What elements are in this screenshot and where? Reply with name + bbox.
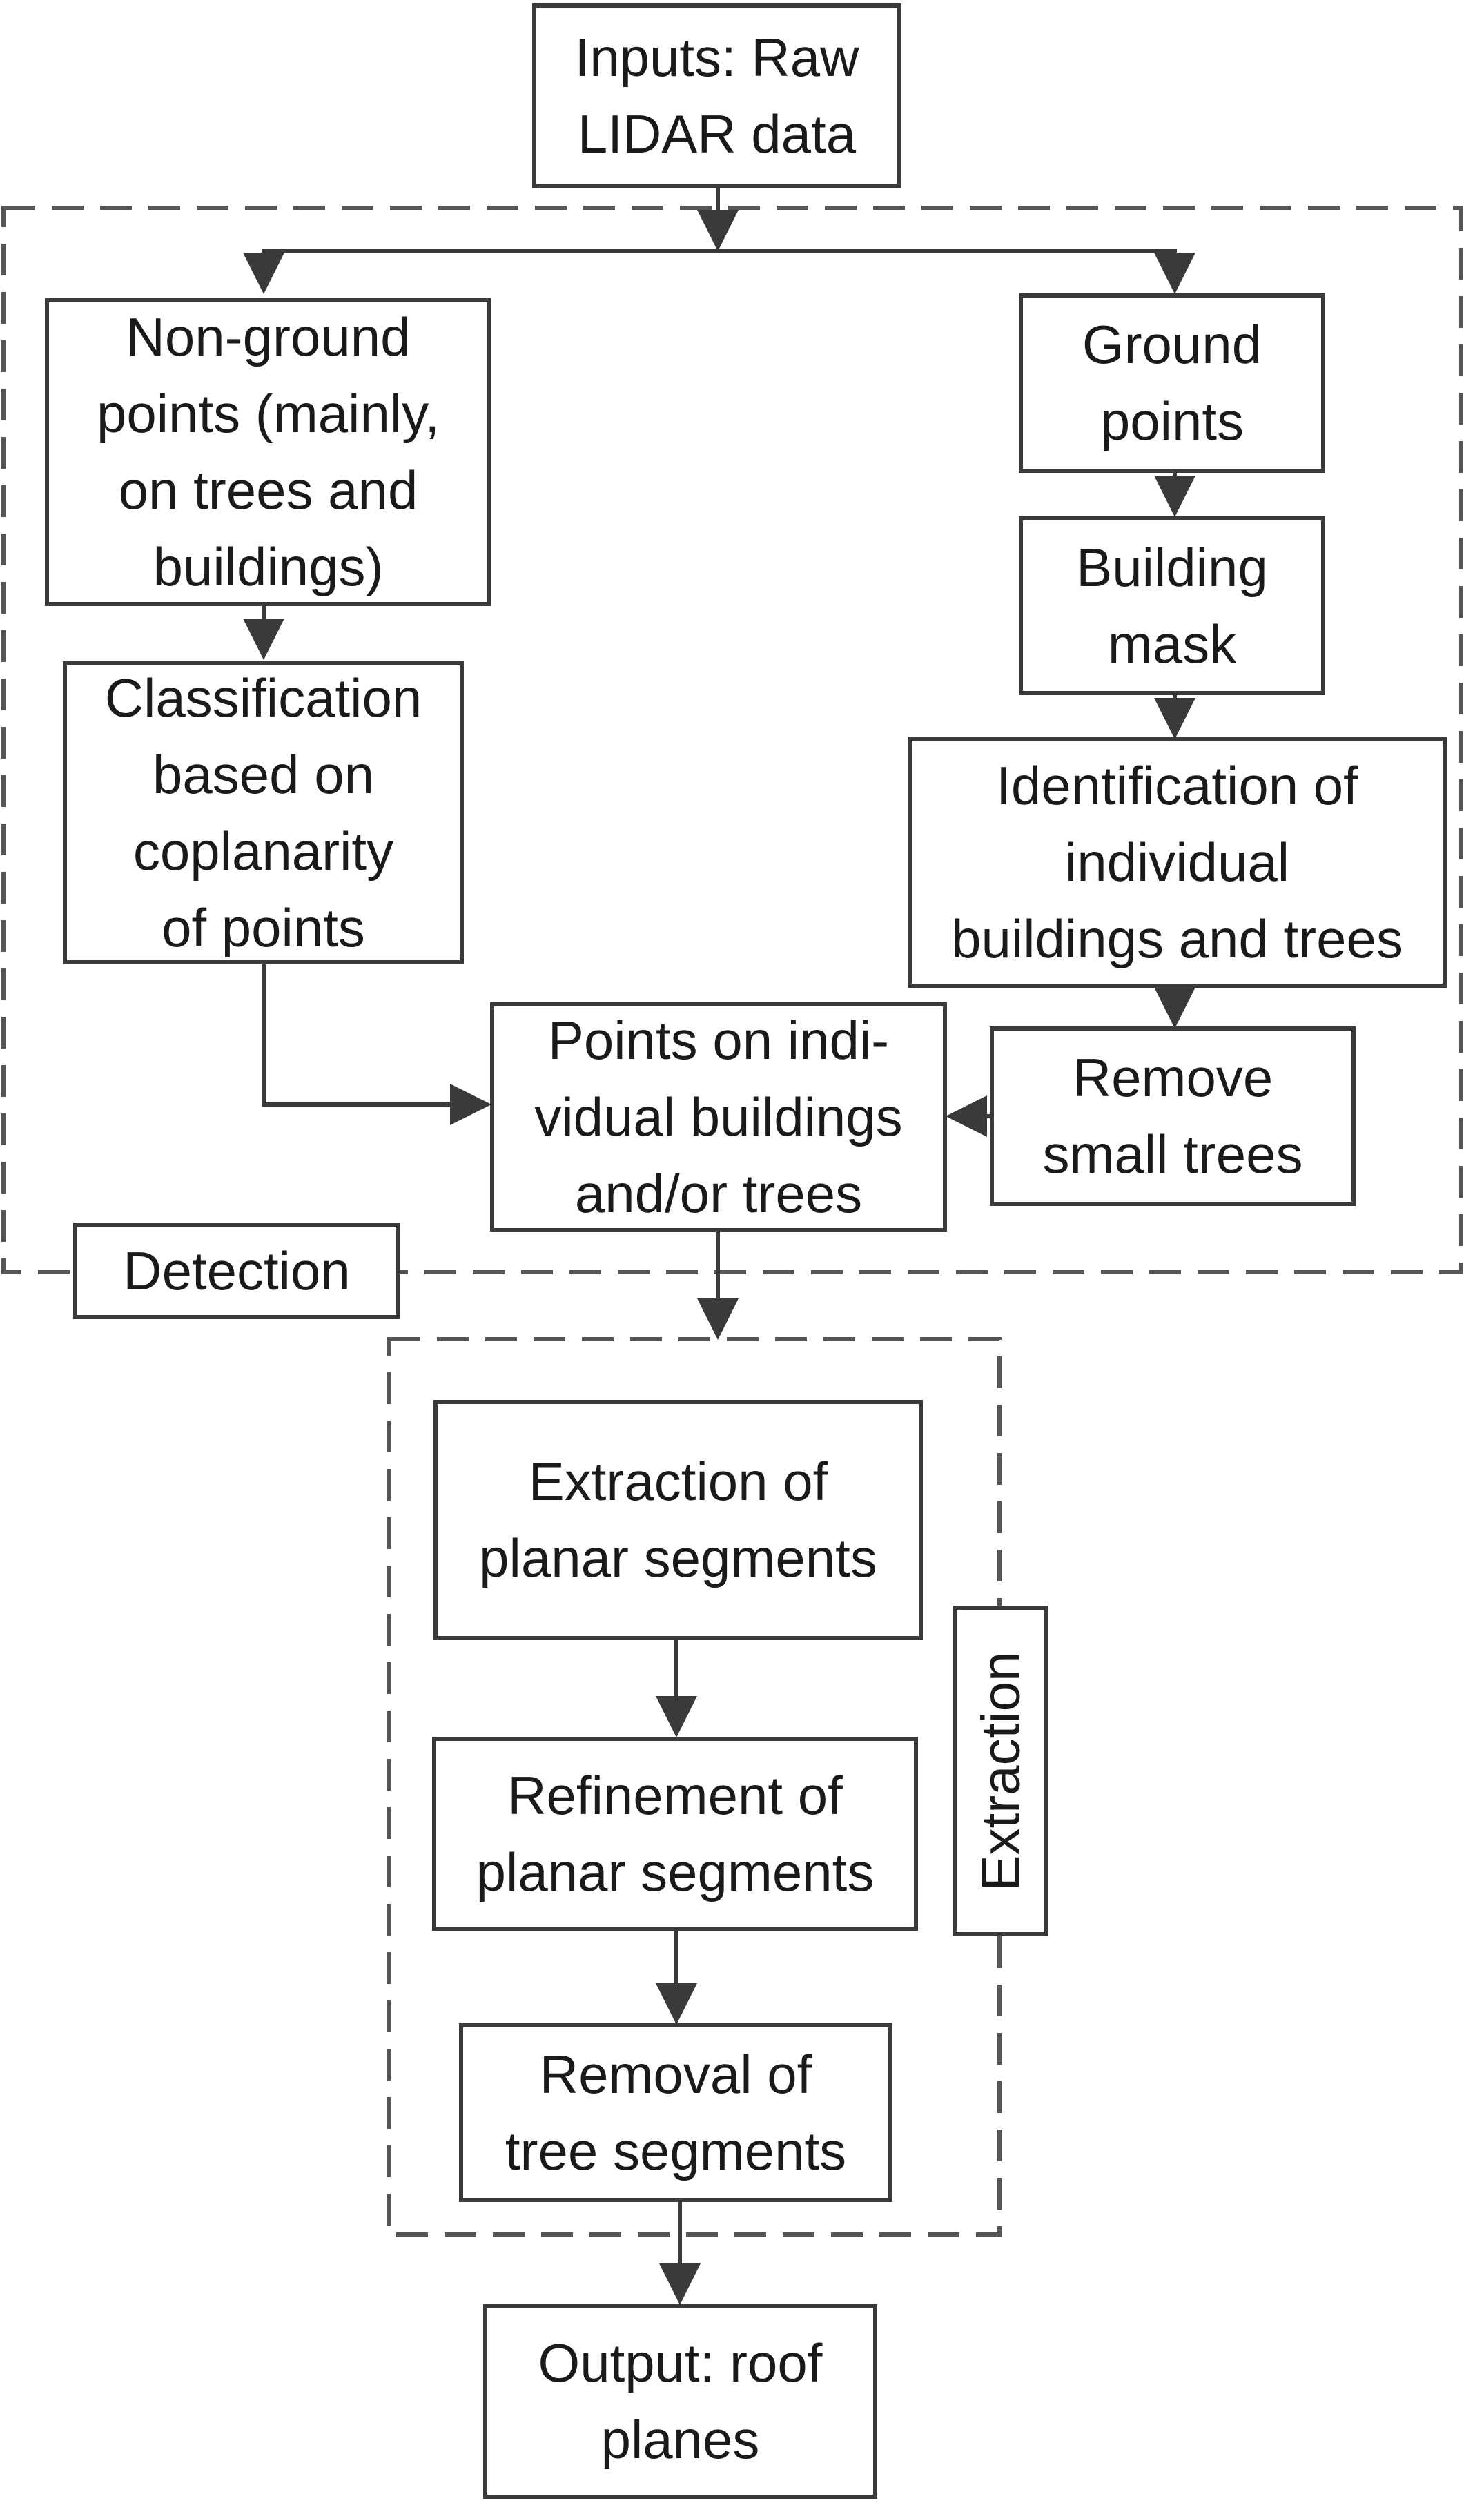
box-text-line: Classification bbox=[104, 667, 422, 728]
removal-of-tree-segments-box: Removal of tree segments bbox=[459, 2023, 892, 2202]
box-text-line: Output: roof bbox=[538, 2332, 823, 2393]
box-text-line: on trees and bbox=[118, 460, 418, 520]
extraction-group-label: Extraction bbox=[953, 1606, 1048, 1936]
box-text-line: Remove bbox=[1072, 1047, 1273, 1108]
box-text-line: Identification of bbox=[996, 754, 1358, 816]
classification-coplanarity-box: Classification based on coplanarity of p… bbox=[63, 661, 464, 964]
box-text-line: coplanarity bbox=[133, 820, 394, 882]
box-text-line: vidual buildings bbox=[534, 1087, 903, 1147]
box-text-line: planar segments bbox=[479, 1528, 877, 1588]
detection-group-label: Detection bbox=[73, 1223, 400, 1319]
box-text-line: buildings) bbox=[153, 536, 384, 597]
extraction-group-frame bbox=[387, 1337, 1002, 2237]
box-text-line: based on bbox=[153, 743, 374, 805]
points-on-individual-buildings-box: Points on indi- vidual buildings and/or … bbox=[490, 1002, 947, 1232]
box-text-line: Building bbox=[1076, 536, 1268, 598]
box-text-line: planar segments bbox=[476, 1841, 875, 1902]
arrow-classification-to-points-on bbox=[262, 964, 491, 1125]
ground-points-box: Ground points bbox=[1019, 293, 1325, 473]
arrow-split-to-non-ground bbox=[243, 249, 718, 294]
box-text-line: individual bbox=[1064, 831, 1290, 893]
box-text-line: tree segments bbox=[505, 2120, 847, 2181]
detection-label-text: Detection bbox=[123, 1240, 351, 1301]
box-text-line: buildings and trees bbox=[951, 908, 1403, 969]
extraction-label-text: Extraction bbox=[970, 1651, 1031, 1891]
non-ground-points-box: Non-ground points (mainly, on trees and … bbox=[45, 298, 491, 606]
output-roof-planes-box: Output: roof planes bbox=[483, 2304, 877, 2499]
box-text-line: Non-ground bbox=[126, 306, 411, 367]
identification-individual-box: Identification of individual buildings a… bbox=[908, 737, 1447, 988]
box-text-line: of points bbox=[162, 897, 365, 958]
box-text-line: planes bbox=[601, 2409, 760, 2470]
building-mask-box: Building mask bbox=[1019, 516, 1325, 695]
box-text-line: mask bbox=[1107, 613, 1237, 674]
box-text-line: Removal of bbox=[539, 2043, 812, 2105]
extraction-of-planar-segments-box: Extraction of planar segments bbox=[433, 1400, 923, 1640]
inputs-raw-lidar-box: Inputs: Raw LIDAR data bbox=[532, 3, 901, 188]
box-text-line: points (mainly, bbox=[96, 383, 440, 444]
box-text-line: Extraction of bbox=[528, 1451, 828, 1512]
box-text-line: small trees bbox=[1042, 1124, 1303, 1185]
box-text-line: LIDAR data bbox=[577, 103, 857, 164]
remove-small-trees-box: Remove small trees bbox=[990, 1026, 1356, 1206]
refinement-of-planar-segments-box: Refinement of planar segments bbox=[432, 1737, 918, 1931]
box-text-line: Points on indi- bbox=[547, 1010, 890, 1071]
box-text-line: and/or trees bbox=[574, 1163, 863, 1224]
box-text-line: Refinement of bbox=[507, 1764, 843, 1826]
box-text-line: points bbox=[1100, 391, 1244, 451]
detection-group-frame bbox=[1, 206, 1463, 1274]
box-text-line: Ground bbox=[1082, 314, 1262, 375]
box-text-line: Inputs: Raw bbox=[574, 26, 859, 88]
arrow-split-to-ground bbox=[718, 249, 1195, 294]
